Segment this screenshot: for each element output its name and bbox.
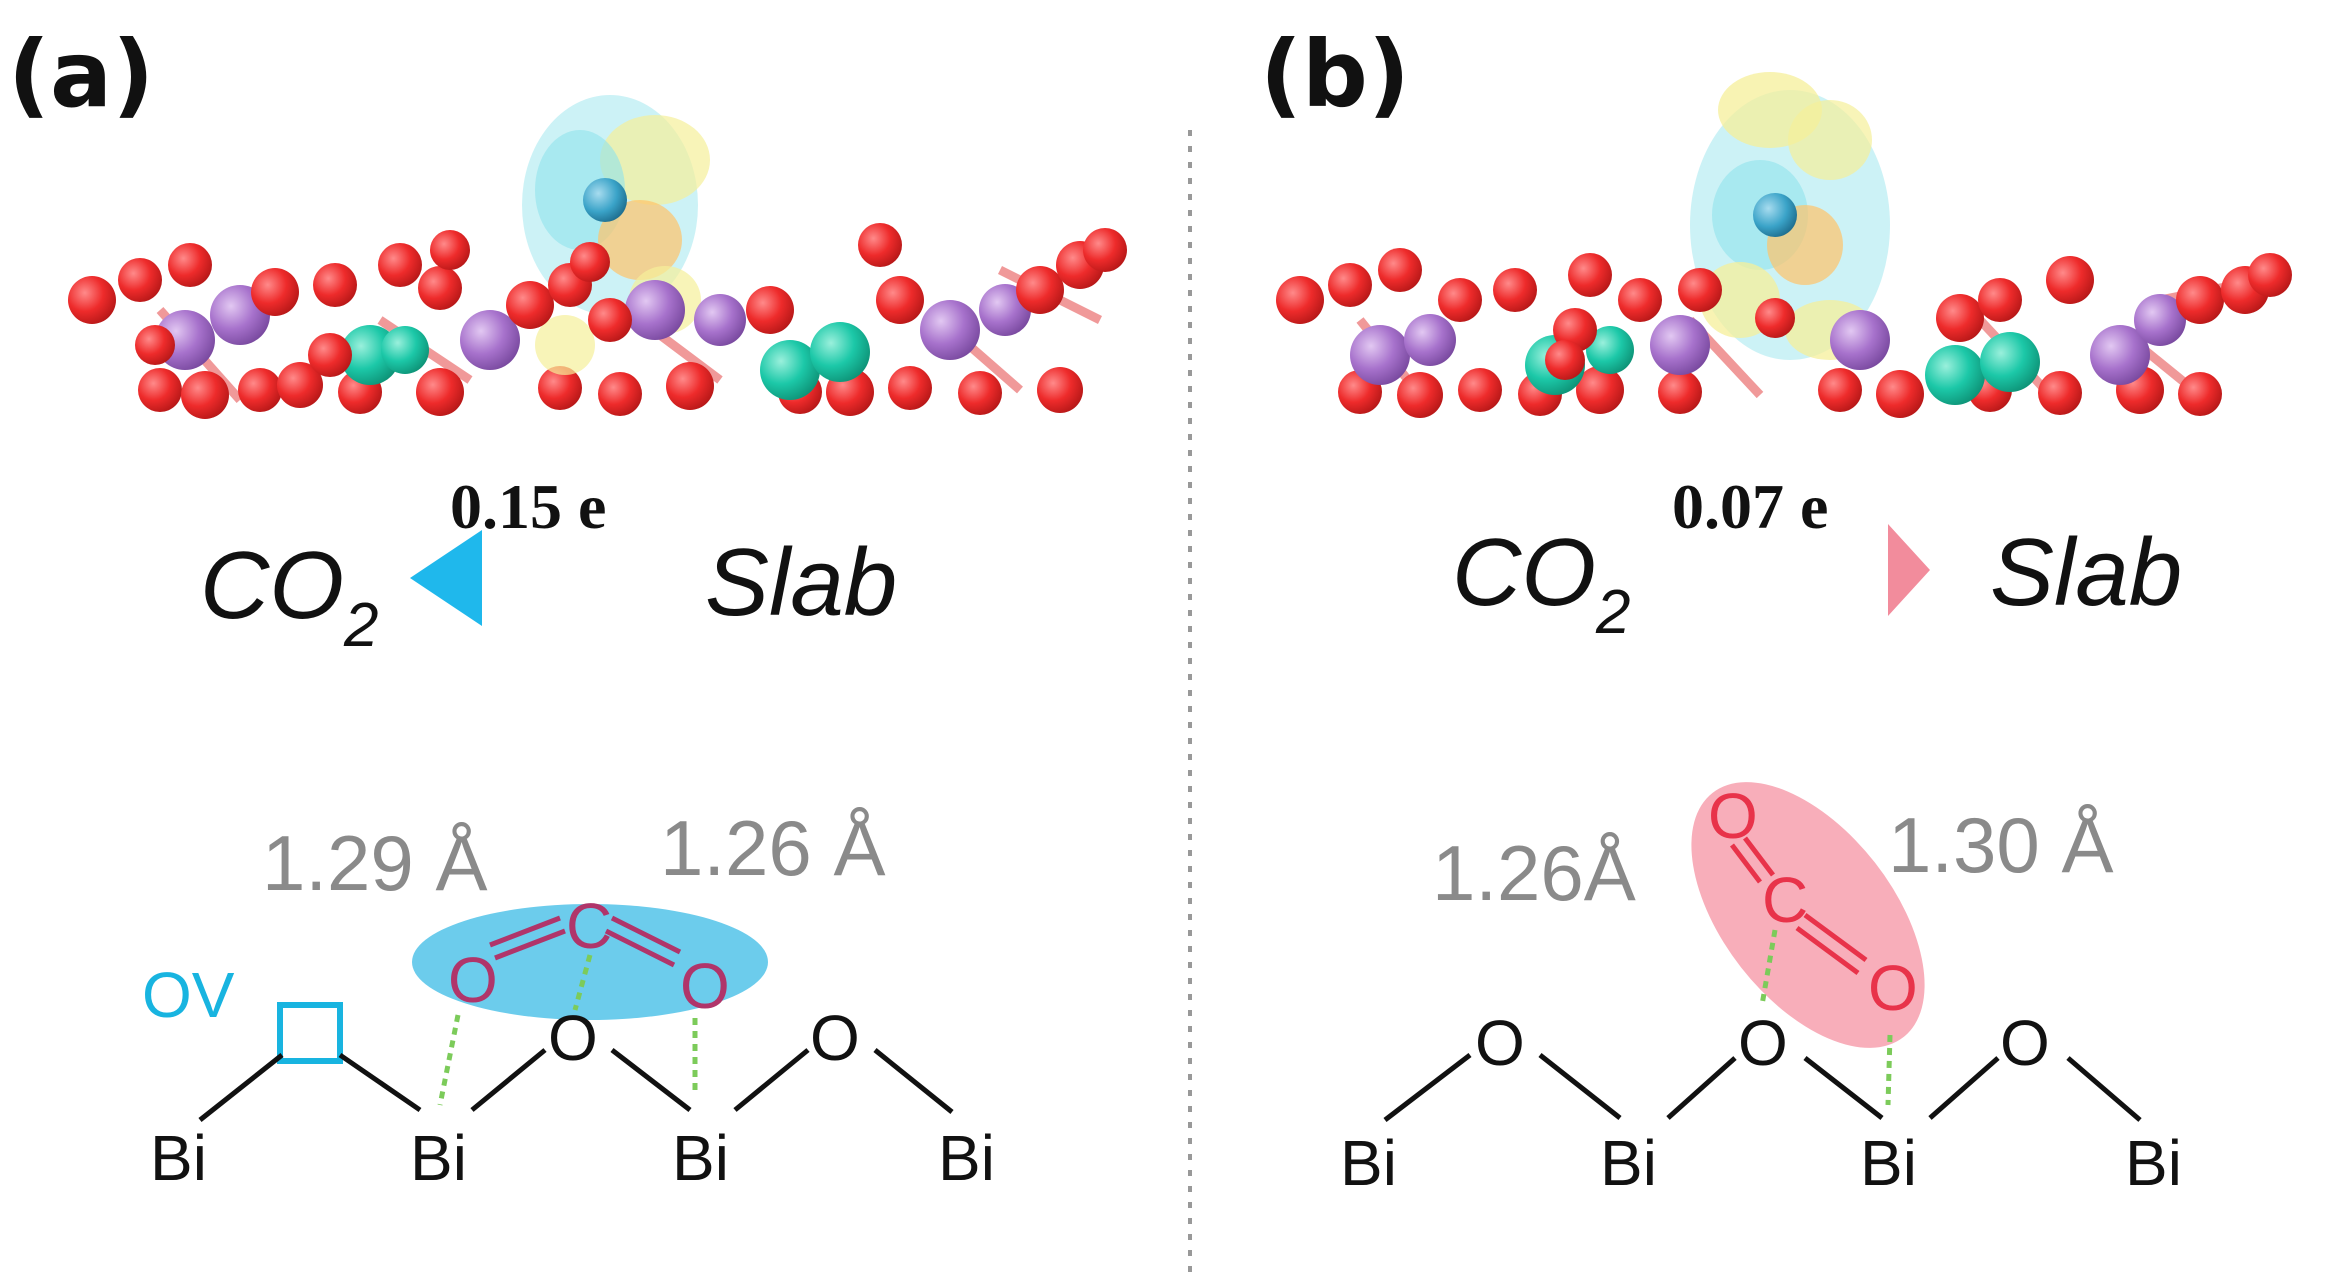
panel-b-surface-o: O (2000, 1007, 2050, 1079)
panel-b-bi-atom: Bi (1340, 1127, 1397, 1199)
panel-a: (a) (8, 21, 1127, 1194)
panel-a-label: (a) (8, 21, 154, 128)
panel-a-bi-atom: Bi (938, 1122, 995, 1194)
panel-a-substrate-row (138, 362, 1083, 419)
panel-b-donor-label: Slab (1990, 519, 2182, 626)
panel-a-bond-length-right: 1.26 Å (660, 804, 886, 892)
panel-a-acceptor-label: CO2 (200, 532, 378, 660)
svg-text:O: O (1868, 952, 1918, 1024)
panel-a-surface-o: O (548, 1002, 598, 1074)
panel-b-surface-o: O (1475, 1007, 1525, 1079)
panel-a-oxygen-vacancy (277, 1002, 343, 1064)
panel-b-charge-value: 0.07 e (1672, 471, 1828, 542)
panel-a-donor-label: Slab (705, 529, 897, 636)
panel-b-surface-bonds (1383, 1053, 2142, 1122)
panel-a-surface-o: O (810, 1002, 860, 1074)
panel-b-bond-length-left: 1.26Å (1432, 829, 1636, 917)
panel-b-label: (b) (1260, 21, 1410, 128)
panel-b-bi-atom: Bi (2125, 1127, 2182, 1199)
panel-a-dopant-atoms (340, 322, 870, 400)
panel-a-surface-bonds (198, 1048, 954, 1122)
panel-a-interaction-lines (437, 954, 698, 1106)
panel-a-bi-atom: Bi (672, 1122, 729, 1194)
panel-a-bond-length-left: 1.29 Å (262, 819, 488, 907)
panel-b-dopant-atoms (1525, 326, 2040, 405)
panel-b-substrate-row (1338, 366, 2222, 418)
panel-a-adsorption-schematic: 1.29 Å 1.26 Å O C O OV (142, 804, 995, 1194)
panel-a-co2-molecule: O C O (448, 890, 730, 1022)
panel-b-acceptor-label: CO2 (1452, 519, 1630, 647)
panel-b-adsorption-schematic: 1.26Å 1.30 Å O C O (1340, 780, 2182, 1199)
panel-b-o-atoms (1276, 248, 2292, 380)
svg-text:O: O (680, 950, 730, 1022)
panel-b-slab-structure (1276, 72, 2292, 418)
svg-text:C: C (566, 890, 612, 962)
panel-b-co2-molecule: O C O (1708, 780, 1918, 1024)
panel-b-bi-atom: Bi (1600, 1127, 1657, 1199)
svg-text:C: C (1762, 864, 1808, 936)
panel-a-bi-atom: Bi (150, 1122, 207, 1194)
panel-a-charge-transfer: 0.15 e CO2 Slab (200, 471, 897, 660)
panel-a-slab-structure (68, 95, 1127, 419)
panel-a-bi-atom: Bi (410, 1122, 467, 1194)
panel-b-bi-atom: Bi (1860, 1127, 1917, 1199)
svg-text:O: O (448, 944, 498, 1016)
panel-a-o-atoms (68, 223, 1127, 377)
panel-b-bond-length-right: 1.30 Å (1888, 801, 2114, 889)
panel-b-transfer-arrow (1888, 524, 1930, 616)
panel-a-transfer-arrow (410, 530, 482, 626)
panel-b-surface-o: O (1738, 1007, 1788, 1079)
panel-a-vacancy-label: OV (142, 959, 235, 1031)
panel-a-charge-value: 0.15 e (450, 471, 606, 542)
panel-b-charge-transfer: 0.07 e CO2 Slab (1452, 471, 2182, 647)
panel-a-isosurface (522, 95, 710, 375)
panel-b-interaction-lines (1759, 929, 1893, 1106)
panel-b: (b) (1260, 21, 2292, 1199)
panel-b-bi-atoms (1350, 294, 2186, 385)
